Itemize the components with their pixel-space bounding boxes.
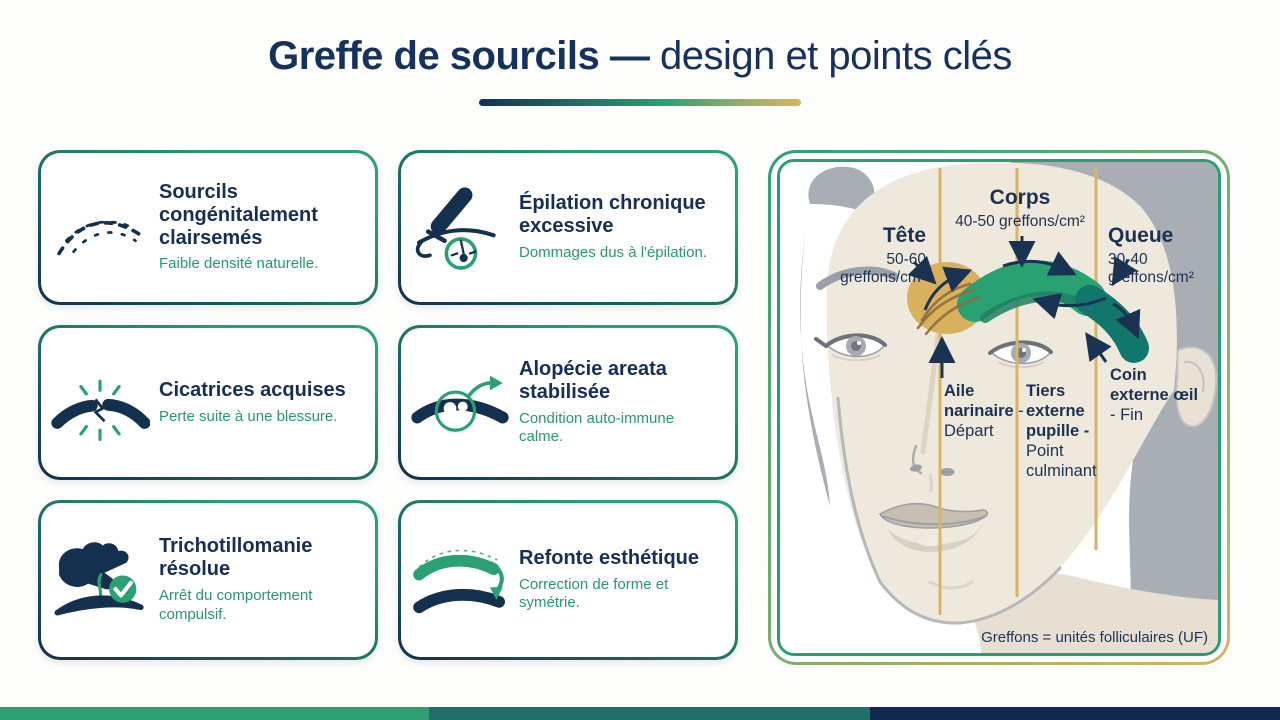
face-illustration (780, 162, 1218, 653)
zone-density: 40-50 greffons/cm² (955, 212, 1085, 230)
card-subtitle: Perte suite à une blessure. (159, 407, 338, 425)
card-alopecie: Alopécie areata stabilisée Condition aut… (398, 325, 738, 480)
zone-density: 50-60 greffons/cm² (840, 250, 926, 287)
landmark-name: Coin externe œil (1110, 366, 1199, 404)
card-subtitle: Correction de forme et symétrie. (519, 575, 669, 612)
panel-caption: Greffons = unités folliculaires (UF) (981, 629, 1208, 646)
sparse-brow-icon (41, 184, 159, 272)
card-trichotillomanie: Trichotillomanie résolue Arrêt du compor… (38, 500, 378, 660)
landmark-name: Aile narinaire (944, 382, 1014, 420)
brow-redesign-icon (401, 536, 519, 624)
alopecia-patch-icon (401, 359, 519, 447)
landmark-role: - Fin (1110, 405, 1143, 424)
card-sourcils-clairsemes: Sourcils congénitalement clairsemés Faib… (38, 150, 378, 305)
zone-name: Queue (1108, 224, 1174, 247)
card-refonte: Refonte esthétique Correction de forme e… (398, 500, 738, 660)
bottom-accent-bar (0, 707, 1280, 720)
card-heading: Épilation chronique excessive (519, 192, 706, 238)
card-subtitle: Arrêt du comportement compulsif. (159, 587, 313, 623)
landmark-name: Tiers externe pupille - (1026, 382, 1090, 440)
zone-label-corps: Corps 40-50 greffons/cm² (937, 186, 1103, 231)
card-subtitle: Condition auto-immune calme. (519, 409, 675, 446)
zone-label-queue: Queue 30-40 greffons/cm² (1108, 224, 1210, 287)
zone-density: 30-40 greffons/cm² (1108, 250, 1194, 287)
brow-design-panel: Tête 50-60 greffons/cm² Corps 40-50 gref… (768, 150, 1230, 665)
card-cicatrices: Cicatrices acquises Perte suite à une bl… (38, 325, 378, 480)
landmark-label-coin-externe-oeil: Coin externe œil - Fin (1110, 366, 1206, 426)
title-underline-gradient (479, 99, 801, 106)
landmark-label-tiers-externe-pupille: Tiers externe pupille - Point culminant (1026, 382, 1118, 481)
page-title-rest: design et points clés (659, 34, 1012, 78)
header: Greffe de sourcils — design et points cl… (0, 34, 1280, 106)
indication-cards-grid: Sourcils congénitalement clairsemés Faib… (38, 150, 738, 660)
zone-name: Tête (882, 224, 926, 247)
page-title-separator: — (609, 34, 650, 78)
bar-segment-navy (870, 707, 1280, 720)
page-title-bold: Greffe de sourcils (268, 34, 600, 78)
landmark-label-aile-narinaire: Aile narinaire - Départ (944, 382, 1032, 442)
card-heading: Trichotillomanie résolue (159, 535, 313, 581)
card-subtitle: Dommages dus à l'épilation. (519, 243, 707, 261)
card-epilation-excessive: Épilation chronique excessive Dommages d… (398, 150, 738, 305)
card-heading: Sourcils congénitalement clairsemés (159, 180, 318, 249)
zone-name: Corps (989, 186, 1051, 209)
landmark-role: Point culminant (1026, 441, 1097, 480)
bar-segment-teal (428, 707, 871, 720)
bar-segment-green (0, 707, 429, 720)
hand-pulling-icon (41, 536, 159, 624)
zone-label-tete: Tête 50-60 greffons/cm² (808, 224, 926, 287)
page-title: Greffe de sourcils — design et points cl… (0, 34, 1280, 79)
tweezers-icon (401, 184, 519, 272)
landmark-role: - Départ (944, 401, 1024, 440)
card-subtitle: Faible densité naturelle. (159, 255, 319, 273)
card-heading: Alopécie areata stabilisée (519, 357, 667, 403)
card-heading: Refonte esthétique (519, 546, 700, 569)
card-heading: Cicatrices acquises (159, 378, 346, 401)
scarred-brow-icon (41, 359, 159, 447)
